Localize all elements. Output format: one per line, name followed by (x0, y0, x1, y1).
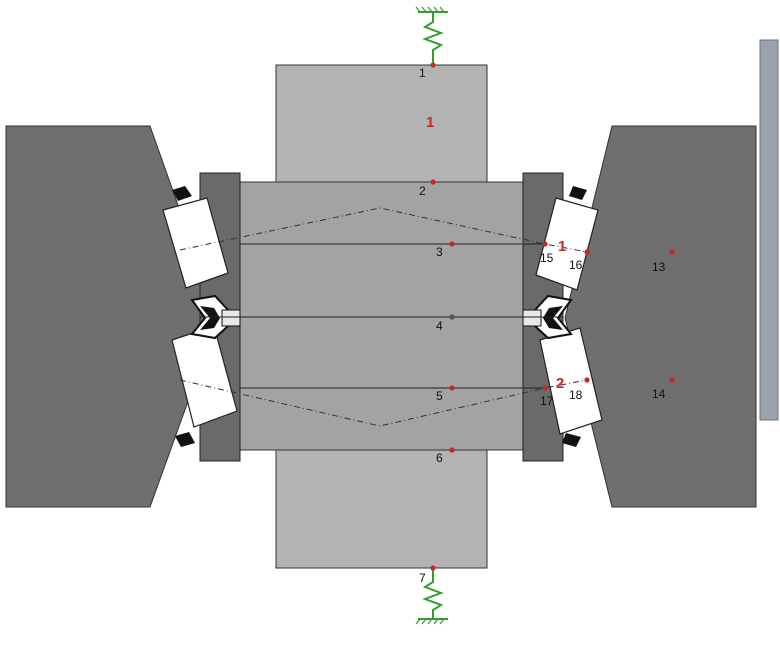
spring-top (415, 6, 448, 63)
node-17 (542, 385, 548, 391)
shaft-lower-end (275, 449, 488, 569)
node-5 (449, 385, 455, 391)
node-label-15: 15 (540, 251, 554, 265)
contact-line-upper (179, 207, 588, 253)
cap-left-top (172, 186, 192, 201)
shaft-upper-end (275, 64, 488, 186)
node-label-2: 2 (419, 184, 426, 198)
node-label-7: 7 (419, 571, 426, 585)
node-label-16: 16 (569, 258, 583, 272)
left-housing (5, 125, 219, 508)
node-label-4: 4 (436, 319, 443, 333)
node-6 (449, 447, 455, 453)
roller-right-upper (535, 197, 599, 291)
node-18 (584, 377, 590, 383)
node-13 (669, 249, 675, 255)
node-label-1: 1 (419, 66, 426, 80)
node-7 (430, 565, 436, 571)
node-label-14: 14 (652, 387, 666, 401)
node-15 (542, 241, 548, 247)
right-seal (522, 294, 573, 340)
shaft-element-label: 1 (426, 114, 434, 131)
bearing-upper-label: 1 (558, 238, 566, 255)
node-label-18: 18 (569, 388, 583, 402)
node-2 (430, 179, 436, 185)
bearing-lower-label: 2 (556, 375, 564, 392)
cap-right-bottom (562, 433, 581, 447)
cap-right-top (569, 186, 587, 200)
spring-bottom (415, 570, 448, 625)
node-1 (430, 62, 436, 68)
right-plate (759, 39, 779, 421)
node-label-13: 13 (652, 260, 666, 274)
shaft-core (239, 181, 524, 451)
contact-line-lower (179, 379, 588, 427)
cap-left-bottom (175, 432, 195, 447)
node-markers (430, 62, 675, 571)
node-16 (584, 249, 590, 255)
roller-left-upper (162, 197, 229, 289)
node-label-17: 17 (540, 394, 554, 408)
right-housing (564, 125, 757, 508)
node-4 (449, 314, 455, 320)
node-label-5: 5 (436, 389, 443, 403)
node-label-3: 3 (436, 245, 443, 259)
node-3 (449, 241, 455, 247)
node-14 (669, 377, 675, 383)
node-label-6: 6 (436, 451, 443, 465)
